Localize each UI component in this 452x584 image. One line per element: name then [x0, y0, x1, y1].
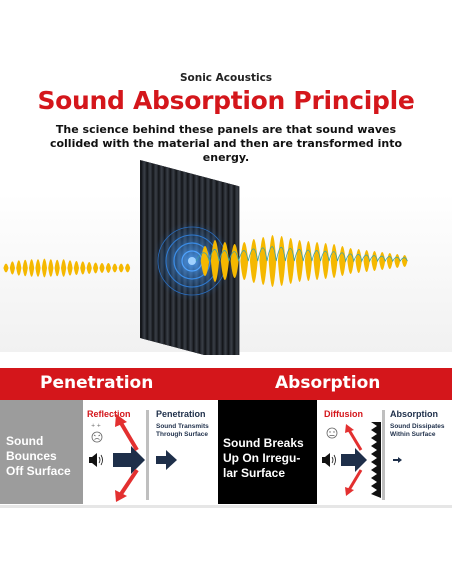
page-subtitle: The science behind these panels are that…: [49, 123, 403, 164]
reflection-diagram: + +: [89, 410, 149, 502]
wave-lobe: [386, 253, 393, 269]
wave-lobe: [401, 255, 408, 267]
arrow-right-icon: [113, 446, 145, 474]
wave-lobe: [240, 242, 249, 280]
wave-lobe: [3, 263, 9, 273]
diffusion-panel: Diffusion: [317, 400, 385, 504]
wave-lobe: [125, 263, 131, 273]
absorption-panel: Absorption Sound Dissipates Within Surfa…: [385, 400, 452, 504]
wave-lobe: [80, 261, 86, 275]
incoming-sound-wave: [3, 258, 131, 278]
wave-lobe: [304, 241, 312, 281]
wave-lobe: [93, 262, 99, 274]
wave-lobe: [118, 263, 124, 273]
breaks-text: Sound Breaks Up On Irregu- lar Surface: [223, 436, 304, 481]
wave-lobe: [330, 244, 338, 278]
penetration-desc: Sound Transmits Through Surface: [156, 423, 209, 439]
page-title: Sound Absorption Principle: [37, 86, 415, 115]
wave-lobe: [22, 259, 28, 277]
wave-lobe: [112, 263, 118, 273]
diffusion-label: Diffusion: [324, 409, 363, 419]
reflection-panel: Reflection + +: [83, 400, 149, 504]
absorption-desc-line-2: Within Surface: [390, 431, 436, 438]
svg-text:+ +: + +: [91, 423, 101, 429]
breaks-line-1: Sound Breaks: [223, 436, 304, 450]
penetration-panel: Penetration Sound Transmits Through Surf…: [150, 400, 218, 504]
wave-lobe: [259, 237, 268, 285]
penetration-heading: Penetration: [40, 373, 154, 393]
wave-lobe: [67, 260, 73, 276]
sound-wave-illustration: [3, 160, 408, 355]
reflection-label: Reflection: [87, 409, 131, 419]
absorption-diagram: [393, 457, 402, 463]
wave-lobe: [287, 238, 295, 284]
diffused-arrows: [345, 424, 363, 496]
wave-lobe: [249, 239, 258, 283]
neutral-face-icon: [326, 427, 338, 439]
impact-glow: [152, 221, 232, 301]
absorption-heading: Absorption: [275, 373, 381, 393]
arrow-right-icon: [393, 457, 402, 463]
wave-lobe: [394, 254, 401, 268]
wave-lobe: [99, 263, 105, 273]
bounce-line-3: Off Surface: [6, 464, 71, 478]
penetration-desc-line-1: Sound Transmits: [156, 423, 209, 430]
energy-line: [195, 246, 408, 263]
penetration-label: Penetration: [156, 409, 206, 419]
sad-face-icon: + +: [91, 423, 103, 443]
wave-lobe: [363, 250, 370, 272]
penetration-desc-line-2: Through Surface: [156, 431, 209, 438]
speaker-icon: [89, 453, 103, 467]
diffusion-diagram: [322, 410, 385, 500]
reflected-arrows: [115, 414, 139, 502]
wave-lobe: [277, 236, 286, 286]
irregular-surface: [371, 422, 381, 498]
wave-lobe: [86, 261, 92, 275]
bounce-line-1: Sound: [6, 434, 44, 448]
wave-lobe: [35, 259, 41, 277]
breaks-panel: Sound Breaks Up On Irregu- lar Surface: [218, 400, 317, 504]
foam-rib: [142, 160, 147, 340]
bounce-panel: Sound Bounces Off Surface: [0, 400, 83, 504]
absorption-label: Absorption: [390, 409, 438, 419]
wave-lobe: [200, 246, 210, 276]
bounce-line-2: Bounces: [6, 449, 57, 463]
wave-lobe: [73, 260, 79, 276]
foam-rib: [147, 162, 153, 342]
speaker-icon: [322, 453, 336, 467]
wave-lobe: [347, 248, 354, 274]
wave-lobe: [61, 259, 67, 277]
wave-lobe: [322, 243, 330, 279]
wave-lobe: [9, 261, 15, 275]
breaks-line-3: lar Surface: [223, 466, 286, 480]
absorption-desc: Sound Dissipates Within Surface: [390, 423, 445, 439]
wave-lobe: [296, 240, 304, 282]
wave-lobe: [268, 235, 277, 287]
arrow-right-icon: [156, 450, 177, 470]
wave-lobe: [371, 251, 378, 271]
wave-lobe: [355, 249, 362, 273]
wave-lobe: [16, 260, 22, 276]
absorption-desc-line-1: Sound Dissipates: [390, 423, 445, 430]
wave-lobe: [339, 246, 346, 276]
wave-lobe: [29, 259, 35, 277]
wave-lobe: [48, 259, 54, 277]
arrow-right-icon: [341, 448, 367, 472]
wave-lobe: [105, 263, 111, 273]
footer-divider: [0, 505, 452, 508]
foam-rib: [229, 183, 234, 355]
bounce-text: Sound Bounces Off Surface: [6, 434, 71, 479]
wave-lobe: [54, 259, 60, 277]
wave-lobe: [313, 242, 321, 280]
wave-lobe: [41, 258, 47, 278]
brand-name: Sonic Acoustics: [179, 72, 273, 84]
acoustic-foam-panel: [140, 160, 240, 355]
wave-lobe: [379, 252, 386, 270]
penetration-diagram: [156, 450, 177, 470]
breaks-line-2: Up On Irregu-: [223, 451, 301, 465]
section-band: Penetration Absorption: [0, 368, 452, 400]
